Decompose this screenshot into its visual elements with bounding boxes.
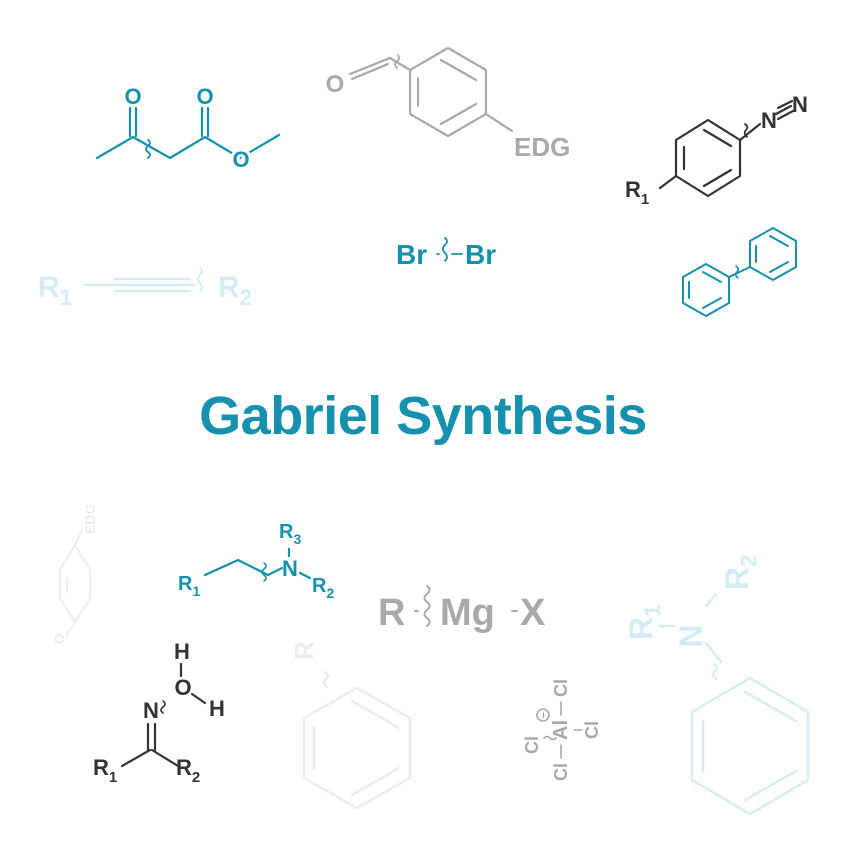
aniline-r1-label: R1 [623,605,665,640]
oxime-oxygen-label: O [174,675,191,700]
diazonium-structure [658,99,795,198]
oxime-hydrogen-label: H [174,639,190,664]
oxime-hydrogen-label: H [209,696,225,721]
faded-oxygen-label: O [51,633,67,644]
amine-chain-structure [203,547,312,582]
tetrachloroaluminate: Al Cl Cl Cl Cl − [522,679,602,781]
diazo-nitrogen-label: N [761,108,777,133]
alkyne-structure [82,267,203,293]
aldehyde-edg-structure [348,46,514,138]
amine-nitrogen-label: N [282,556,298,581]
oxime-r1-label: R1 [93,755,117,786]
bromine-bond [436,237,463,262]
amine-r3-label: R3 [279,521,301,547]
diazo-nitrogen-label: N [792,92,808,117]
faded-benzene-r-label: R [289,641,319,660]
grignard-mg-label: Mg [440,592,495,634]
ketoester-oxygen-label: O [124,84,141,109]
edg-label: EDG [514,132,570,162]
ketoester-oxygen-label: O [196,84,213,109]
aniline-r2-label: R2 [719,555,761,590]
diazo-r1-label: R1 [625,177,649,208]
oxime-r2-label: R2 [176,755,200,786]
amine-r1-label: R1 [178,573,200,599]
alcl-charge-label: − [538,712,550,718]
alkyne-r2-label: R2 [218,271,252,310]
grignard-x-label: X [520,592,546,634]
amine-r2-label: R2 [312,575,334,601]
bromine-right-label: Br [465,239,496,270]
methyl-acetoacetate-structure [95,106,281,160]
alcl-chlorine-label: Cl [551,763,571,781]
faded-aldehyde-structure [59,529,91,637]
aniline-nitrogen-label: N [673,624,709,647]
ketoester-oxygen-label: O [232,147,249,172]
faded-edg-label: EDG [82,504,98,534]
biphenyl-structure [682,227,797,317]
bromine-left-label: Br [396,239,427,270]
alcl-aluminium-label: Al [550,720,572,740]
grignard-r-label: R [378,592,405,634]
alcl-chlorine-label: Cl [582,721,602,739]
page-title: Gabriel Synthesis [199,386,647,446]
oxime-nitrogen-label: N [143,698,159,723]
aldehyde-oxygen-label: O [326,71,345,98]
alkyne-r1-label: R1 [38,271,72,310]
oxime-structure [120,662,207,768]
aniline-structure [658,592,810,816]
alcl-chlorine-label: Cl [522,736,542,754]
grignard-bond [414,585,518,627]
alcl-chlorine-label: Cl [551,679,571,697]
faded-benzene-structure [302,670,412,810]
